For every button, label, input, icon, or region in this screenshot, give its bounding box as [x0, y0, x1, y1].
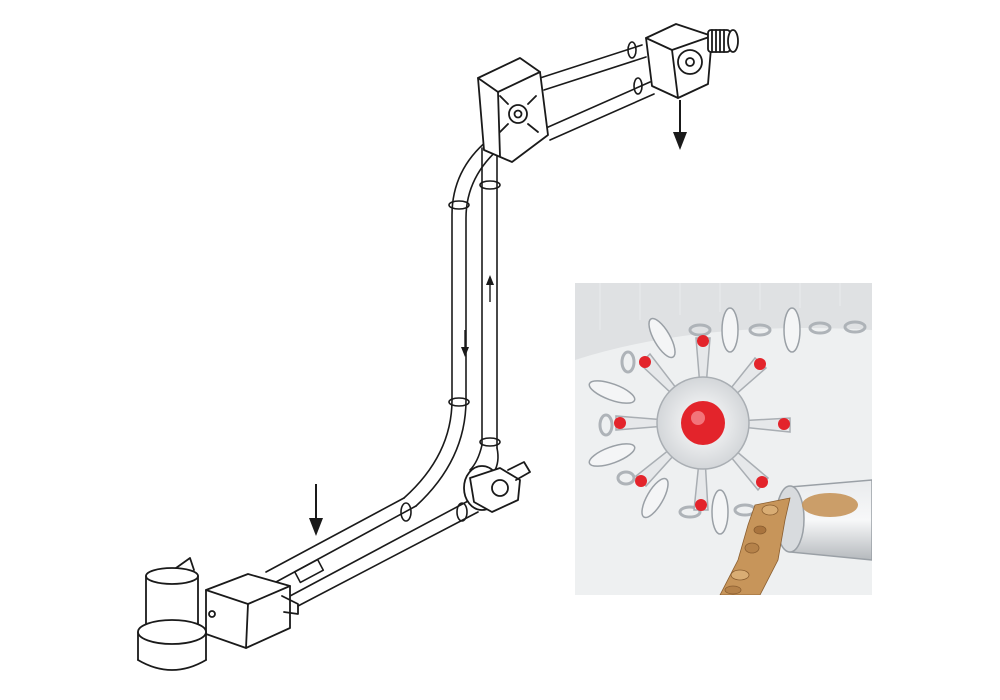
sprocket-detail-inset	[575, 283, 872, 595]
flow-arrow-down-icon	[309, 484, 323, 536]
inset-discs	[588, 307, 801, 535]
corner-turn-housing	[477, 57, 549, 163]
inset-falling-material	[719, 497, 791, 595]
conveyor-line-drawing	[137, 23, 739, 671]
flow-arrow-up-icon	[486, 275, 494, 302]
inset-back-wall	[599, 283, 841, 330]
inset-discharge-tube	[775, 479, 872, 561]
inlet-hopper	[205, 573, 299, 649]
lower-horizontal-tubes	[265, 497, 479, 607]
sprocket-icon	[614, 335, 791, 511]
inset-chain	[598, 320, 867, 519]
return-sprocket-unit	[463, 461, 531, 513]
discharge-bin	[137, 557, 207, 671]
flow-arrow-down-icon	[461, 330, 469, 357]
drive-head-housing	[645, 23, 739, 99]
flow-arrow-down-icon	[673, 100, 687, 150]
upper-incline-tubes	[539, 41, 655, 141]
vertical-tube-up	[469, 147, 501, 473]
vertical-tube-down	[403, 139, 503, 507]
flow-arrows	[309, 100, 687, 536]
drive-motor-icon	[707, 29, 739, 53]
